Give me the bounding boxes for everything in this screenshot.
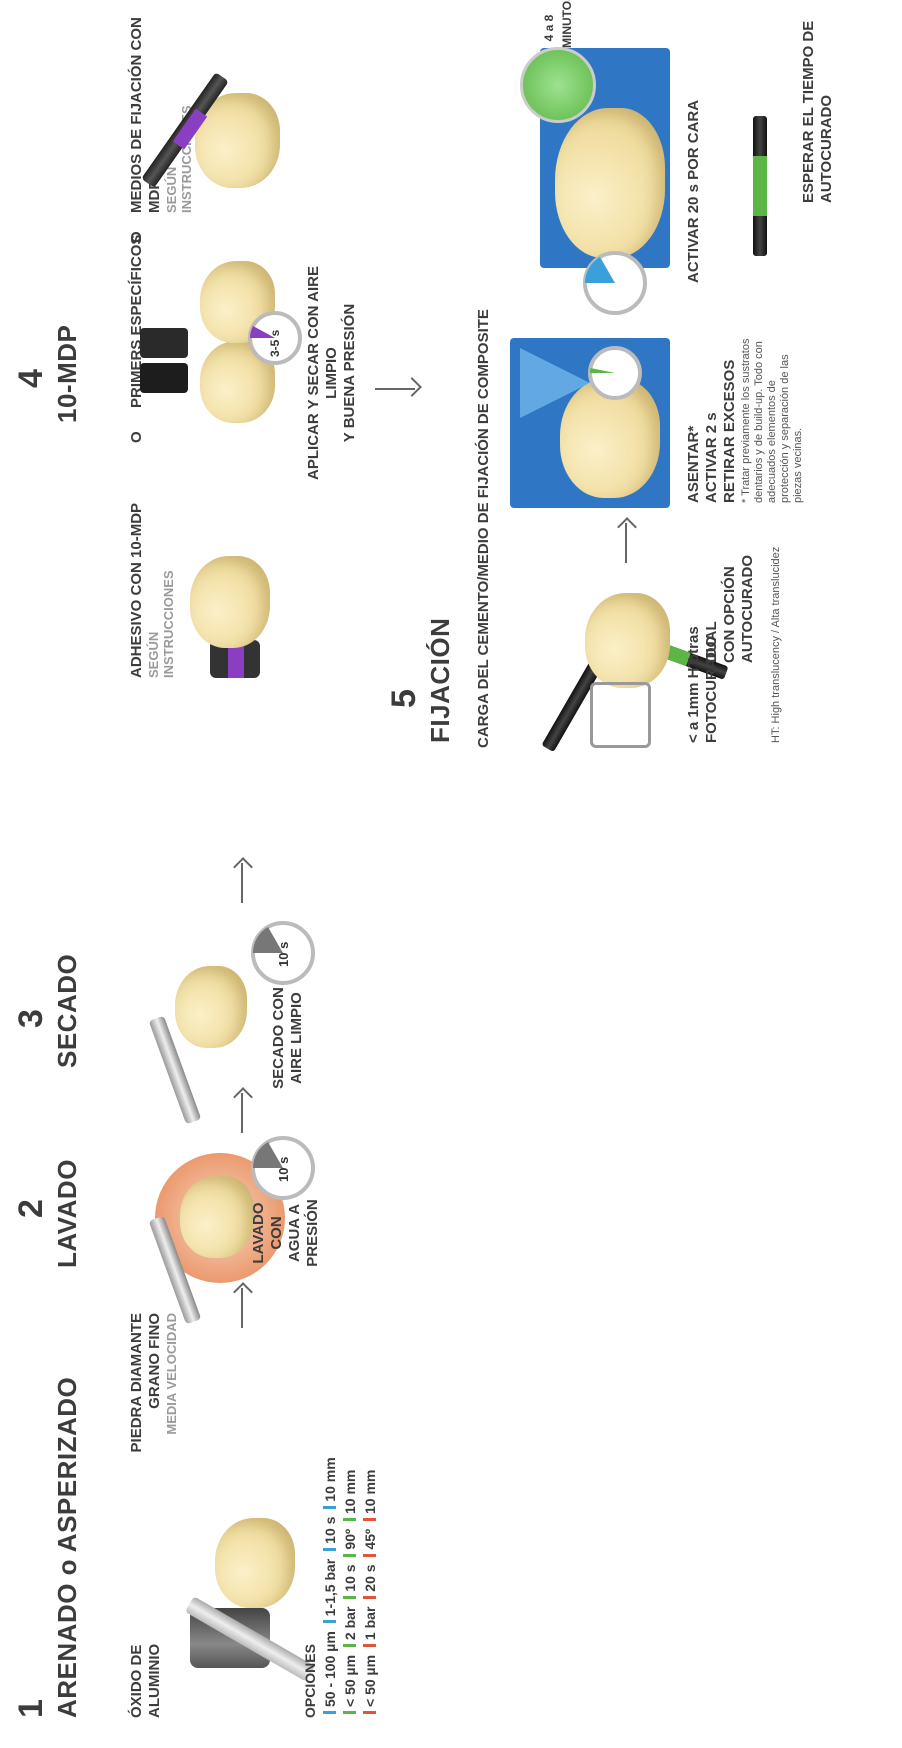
arrow-3-4-head <box>233 857 253 877</box>
or-label-1: O <box>128 431 145 443</box>
seat-label: ASENTAR* ACTIVAR 2 s RETIRAR EXCESOS <box>685 359 738 503</box>
autocure-syringe-band <box>753 156 767 216</box>
step3-title: SECADO <box>52 953 82 1068</box>
primer-bottle-2 <box>140 328 188 358</box>
adhesive-label: ADHESIVO CON 10-MDP SEGÚN INSTRUCCIONES <box>128 502 176 678</box>
tooth-load <box>585 593 670 688</box>
minutes-timer-icon <box>520 47 596 123</box>
caliper-icon <box>590 682 651 748</box>
options-row-2: < 50 µm 2 bar 10 s 90º 10 mm <box>340 1457 360 1718</box>
timer-icon <box>588 346 642 400</box>
timer-icon <box>251 1136 315 1200</box>
footnote: * Tratar previamente los sustratos denta… <box>740 338 804 503</box>
timer-step3-label: 10 s <box>276 941 291 967</box>
timer-icon <box>251 921 315 985</box>
arrow-load-seat-head <box>617 517 637 537</box>
timer-icon <box>248 311 302 365</box>
timer-step4-label: 3-5 s <box>268 329 282 357</box>
tooth-adhesive <box>190 556 270 648</box>
options-row-1: 50 - 100 µm 1-1,5 bar 10 s 10 mm <box>320 1457 340 1718</box>
or-label-2: O <box>128 231 145 243</box>
ht-col-2: otras DUAL CON OPCIÓN AUTOCURADO <box>685 554 756 663</box>
load-title: CARGA DEL CEMENTO/MEDIO DE FIJACIÓN DE C… <box>475 309 492 748</box>
step3-number: 3 <box>12 1009 50 1028</box>
tooth-step3 <box>175 966 247 1048</box>
step2-number: 2 <box>12 1199 50 1218</box>
tooth-step2 <box>180 1176 254 1258</box>
activate-label: ACTIVAR 20 s POR CARA <box>685 99 702 283</box>
arrow-4-5-head <box>402 377 422 397</box>
arrow-2-3-head <box>233 1087 253 1107</box>
step5-title: FIJACIÓN <box>425 617 455 743</box>
timer-step2-label: 10 s <box>276 1156 291 1182</box>
step2-title: LAVADO <box>52 1159 82 1268</box>
options-title: OPCIONES <box>302 1644 318 1718</box>
tooth-step1 <box>215 1518 295 1608</box>
options-block: OPCIONES 50 - 100 µm 1-1,5 bar 10 s 10 m… <box>300 1457 380 1718</box>
step4-number: 4 <box>12 369 50 388</box>
step1-title: ARENADO o ASPERIZADO <box>52 1376 82 1718</box>
step1-number: 1 <box>12 1699 50 1718</box>
primer-bottle-1 <box>140 363 188 393</box>
cement-mdp-label: MEDIOS DE FIJACIÓN CON MDP SEGÚN INSTRUC… <box>128 17 194 213</box>
tooth-cure <box>555 108 665 258</box>
options-row-3: < 50 µm 1 bar 20 s 45º 10 mm <box>360 1457 380 1718</box>
step4-title: 10-MDP <box>52 324 82 423</box>
diamond-label: PIEDRA DIAMANTE GRANO FINO MEDIA VELOCID… <box>128 1313 179 1453</box>
arrow-1-2-head <box>233 1282 253 1302</box>
ht-note: HT: High translucency / Alta translucide… <box>770 546 782 743</box>
timer-icon <box>583 251 647 315</box>
step5-number: 5 <box>385 689 423 708</box>
